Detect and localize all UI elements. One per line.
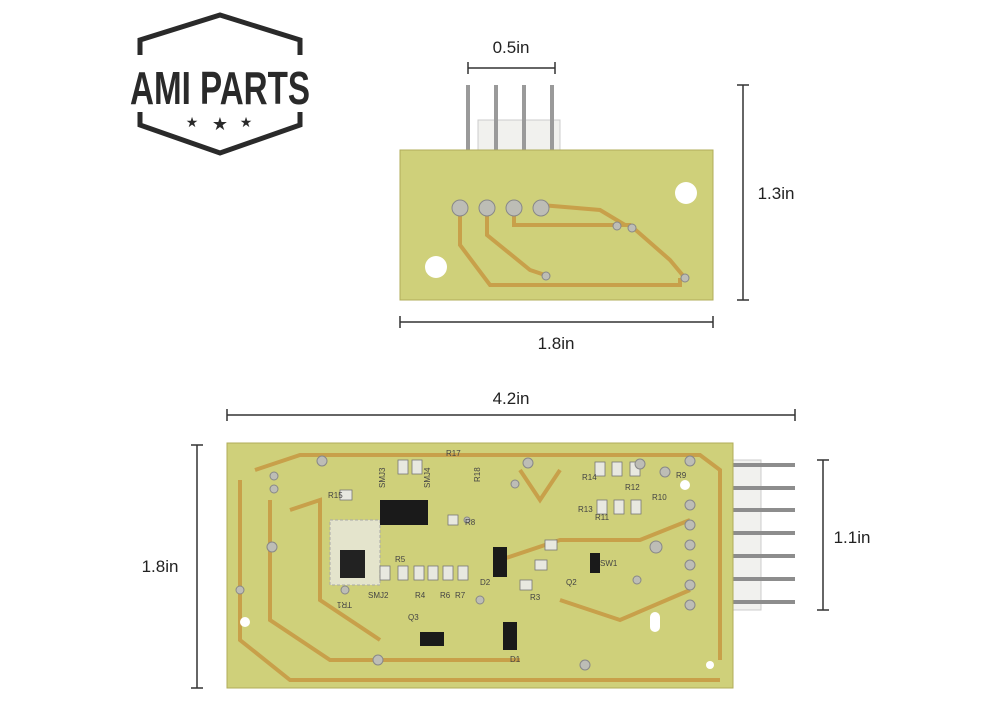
dimension-small-board-width: 1.8in (538, 334, 575, 353)
silkscreen-labels: SMJ3 SMJ4 R17 R18 R15 R8 TR1 SMJ2 Q2 Q3 … (328, 449, 687, 664)
silk-label: R7 (455, 591, 466, 600)
star-icon: ★ (212, 114, 228, 134)
dimension-lines (191, 62, 829, 689)
large-circuit-board: SMJ3 SMJ4 R17 R18 R15 R8 TR1 SMJ2 Q2 Q3 … (226, 442, 795, 689)
small-circuit-board (399, 85, 714, 301)
large-board-connector (732, 459, 795, 611)
silk-label: SMJ2 (368, 591, 389, 600)
silk-label: D1 (510, 655, 521, 664)
star-icon: ★ (240, 114, 253, 130)
small-board-connector (466, 85, 561, 161)
silk-label: R11 (595, 513, 610, 522)
silk-label: SW1 (600, 559, 618, 568)
silk-label: R3 (530, 593, 541, 602)
silk-label: R13 (578, 505, 593, 514)
silk-label: R17 (446, 449, 461, 458)
silk-label: R10 (652, 493, 667, 502)
silk-label: R18 (473, 467, 482, 482)
dimension-large-board-width: 4.2in (493, 389, 530, 408)
silk-label: Q2 (566, 578, 577, 587)
silk-label: R9 (676, 471, 687, 480)
silk-label: R5 (395, 555, 406, 564)
silk-label: R4 (415, 591, 426, 600)
silk-label: Q3 (408, 613, 419, 622)
silk-label: SMJ4 (423, 467, 432, 488)
silk-label: R15 (328, 491, 343, 500)
silk-label: D2 (480, 578, 491, 587)
star-icon: ★ (186, 114, 199, 130)
silk-label: R6 (440, 591, 451, 600)
brand-logo: AMI PARTS ★ ★ ★ (130, 12, 310, 156)
dimension-small-connector-width: 0.5in (493, 38, 530, 57)
silk-label: R8 (465, 518, 476, 527)
silk-label: SMJ3 (378, 467, 387, 488)
silk-label: TR1 (336, 600, 352, 609)
dimension-small-board-height: 1.3in (758, 184, 795, 203)
dimension-large-board-height: 1.8in (142, 557, 179, 576)
dimension-large-connector-height: 1.1in (834, 528, 871, 547)
silk-label: R14 (582, 473, 597, 482)
logo-text: AMI PARTS (130, 62, 310, 114)
silk-label: R12 (625, 483, 640, 492)
